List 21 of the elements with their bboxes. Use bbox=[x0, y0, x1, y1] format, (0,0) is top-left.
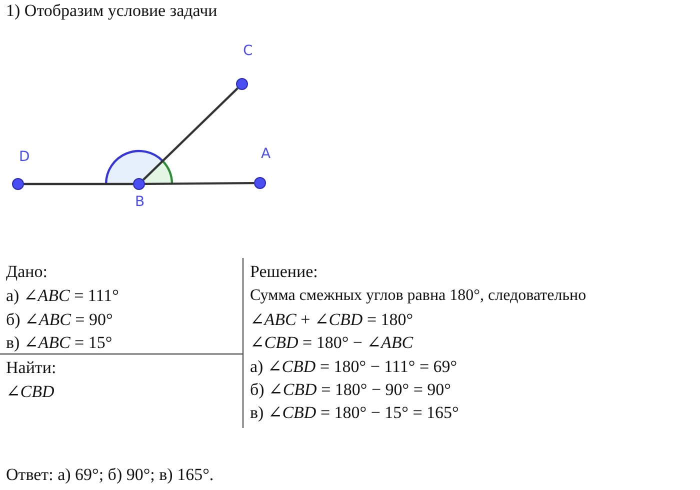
solution-text: Сумма смежных углов равна 180°, следовательно bbox=[250, 286, 586, 306]
point-label: A bbox=[261, 146, 271, 162]
solution-step: в) ∠CBD = 180° − 15° = 165° bbox=[250, 403, 459, 423]
point-label: C bbox=[243, 43, 253, 59]
given-item: а) ∠ABC = 111° bbox=[6, 286, 119, 306]
answer-text: Ответ: а) 69°; б) 90°; в) 165°. bbox=[6, 465, 214, 485]
solution-step: б) ∠CBD = 180° − 90° = 90° bbox=[250, 380, 451, 400]
equation: ∠ABC + ∠CBD = 180° bbox=[250, 310, 414, 330]
section-heading: Дано: bbox=[6, 262, 48, 282]
line-segment bbox=[142, 87, 238, 181]
unknown-angle: ∠CBD bbox=[6, 382, 54, 402]
solution-step: а) ∠CBD = 180° − 111° = 69° bbox=[250, 357, 458, 377]
section-heading: Решение: bbox=[250, 262, 318, 282]
given-item: в) ∠ABC = 15° bbox=[6, 333, 112, 353]
line-segment bbox=[145, 182, 254, 186]
point-label: D bbox=[19, 149, 30, 165]
section-heading: Найти: bbox=[6, 358, 56, 378]
given-item: б) ∠ABC = 90° bbox=[6, 310, 113, 330]
equation: ∠CBD = 180° − ∠ABC bbox=[250, 333, 414, 353]
point-label: B bbox=[135, 194, 145, 210]
heading: 1) Отобразим условие задачи bbox=[6, 1, 218, 21]
